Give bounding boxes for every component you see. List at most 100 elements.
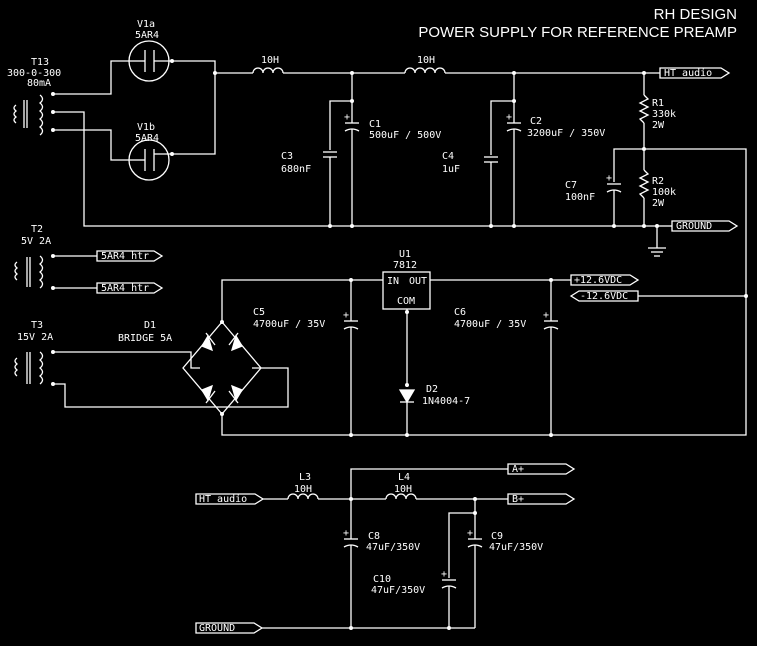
port-ground-in-label: GROUND <box>199 623 235 634</box>
c8-plus-mark: + <box>343 528 349 539</box>
port-plus-12v <box>570 274 640 286</box>
d2-value-label: 1N4004-7 <box>422 396 470 407</box>
c6-ref-label: C6 <box>454 307 466 318</box>
choke-1-label: 10H <box>261 55 279 66</box>
c2-ref-label: C2 <box>530 116 542 127</box>
u1-pin-out: OUT <box>409 276 427 287</box>
c5-value-label: 4700uF / 35V <box>253 319 325 330</box>
tube-v1a <box>128 40 172 82</box>
v1b-type-label: 5AR4 <box>135 133 159 144</box>
u1-pin-in: IN <box>387 276 399 287</box>
c1-ref-label: C1 <box>369 119 381 130</box>
t13-primary-winding <box>13 104 18 124</box>
c10-value-label: 47uF/350V <box>371 585 425 596</box>
transformer-t3 <box>14 350 55 386</box>
choke-2-label: 10H <box>417 55 435 66</box>
port-minus-12v-label: -12.6VDC <box>580 291 628 302</box>
c6-value-label: 4700uF / 35V <box>454 319 526 330</box>
r1-value-label: 330k <box>652 109 676 120</box>
t3-secondary-winding <box>38 351 44 385</box>
c7-ref-label: C7 <box>565 180 577 191</box>
c3-value-label: 680nF <box>281 164 311 175</box>
c10-ref-label: C10 <box>373 574 391 585</box>
u1-pin-com: COM <box>397 296 415 307</box>
c7-plus-mark: + <box>606 173 612 184</box>
c8-value-label: 47uF/350V <box>366 542 420 553</box>
t2-ref-label: T2 <box>31 224 43 235</box>
resistor-r2 <box>638 169 650 199</box>
earth-ground-symbol <box>648 226 666 257</box>
t13-ref-label: T13 <box>31 57 49 68</box>
port-ht-audio-out <box>659 67 731 79</box>
port-ground-out <box>671 220 739 232</box>
port-htr-1 <box>96 250 164 262</box>
inductor-l3 <box>287 493 319 500</box>
c6-plus-mark: + <box>543 310 549 321</box>
c8-ref-label: C8 <box>368 531 380 542</box>
capacitor-c8 <box>343 534 359 628</box>
t3-primary-winding <box>14 357 19 377</box>
port-ht-audio-in <box>195 493 265 505</box>
t3-rating-label: 15V 2A <box>17 332 53 343</box>
port-ht-audio-out-label: HT audio <box>664 68 712 79</box>
c2-plus-mark: + <box>506 112 512 123</box>
l4-value-label: 10H <box>394 484 412 495</box>
v1b-ref-label: V1b <box>137 122 155 133</box>
port-htr-2 <box>96 282 164 294</box>
port-plus-12v-label: +12.6VDC <box>574 275 622 286</box>
port-htr-2-label: 5AR4 htr <box>101 283 149 294</box>
r2-power-label: 2W <box>652 198 665 209</box>
c4-value-label: 1uF <box>442 164 460 175</box>
c1-plus-mark: + <box>344 112 350 123</box>
u1-ref-label: U1 <box>399 249 411 260</box>
t2-rating-label: 5V 2A <box>21 236 51 247</box>
port-a-plus-label: A+ <box>512 464 524 475</box>
capacitor-c6 <box>543 316 559 435</box>
c1-value-label: 500uF / 500V <box>369 130 441 141</box>
d1-ref-label: D1 <box>144 320 156 331</box>
capacitor-c2 <box>506 118 522 226</box>
l4-ref-label: L4 <box>398 472 410 483</box>
capacitor-c7 <box>606 183 622 226</box>
capacitor-c9 <box>467 534 483 628</box>
c9-ref-label: C9 <box>491 531 503 542</box>
diode-d2 <box>398 389 416 435</box>
port-ht-audio-in-label: HT audio <box>199 494 247 505</box>
r1-power-label: 2W <box>652 120 665 131</box>
c9-plus-mark: + <box>467 528 473 539</box>
choke-1 <box>252 67 284 74</box>
port-ground-out-label: GROUND <box>676 221 712 232</box>
tube-v1b <box>128 139 172 181</box>
port-b-plus <box>507 493 576 505</box>
d2-ref-label: D2 <box>426 384 438 395</box>
capacitor-c4 <box>484 156 498 226</box>
capacitor-c1 <box>344 118 360 226</box>
r2-value-label: 100k <box>652 187 676 198</box>
t3-ref-label: T3 <box>31 320 43 331</box>
port-b-plus-label: B+ <box>512 494 524 505</box>
r1-ref-label: R1 <box>652 98 664 109</box>
inductor-l4 <box>385 493 417 500</box>
d1-value-label: BRIDGE 5A <box>118 333 172 344</box>
c9-value-label: 47uF/350V <box>489 542 543 553</box>
resistor-r1 <box>638 94 650 124</box>
capacitor-c10 <box>441 579 457 628</box>
capacitor-c5 <box>343 316 359 435</box>
l3-value-label: 10H <box>294 484 312 495</box>
t13-current-label: 80mA <box>27 78 51 89</box>
design-title: RH DESIGN <box>654 6 737 23</box>
port-htr-1-label: 5AR4 htr <box>101 251 149 262</box>
c7-value-label: 100nF <box>565 192 595 203</box>
transformer-t2 <box>14 254 55 290</box>
r2-ref-label: R2 <box>652 176 664 187</box>
transformer-t13 <box>13 92 55 136</box>
port-ground-in <box>195 622 264 634</box>
c2-value-label: 3200uF / 350V <box>527 128 605 139</box>
capacitor-c3 <box>323 151 337 226</box>
l3-ref-label: L3 <box>299 472 311 483</box>
t2-primary-winding <box>14 261 19 281</box>
t13-rating-label: 300-0-300 <box>7 68 61 79</box>
v1a-ref-label: V1a <box>137 19 155 30</box>
v1a-type-label: 5AR4 <box>135 30 159 41</box>
